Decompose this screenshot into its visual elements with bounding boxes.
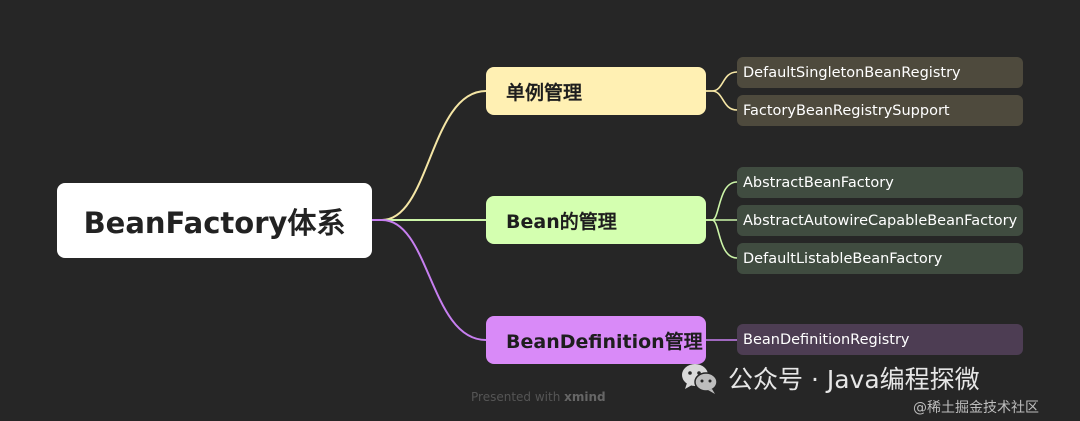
connector-bean-leaf-1: [706, 181, 738, 221]
wechat-watermark: 公众号 · Java编程探微: [680, 360, 980, 396]
leaf-node-abstract-autowire-capable-bean-factory[interactable]: AbstractAutowireCapableBeanFactory: [737, 205, 1023, 236]
branch-node-label: Bean的管理: [506, 210, 617, 233]
connector-singleton-leaf-1: [706, 71, 738, 92]
branch-node-label: BeanDefinition管理: [506, 330, 703, 353]
root-node-label: BeanFactory体系: [83, 205, 346, 240]
leaf-node-default-singleton-bean-registry[interactable]: DefaultSingletonBeanRegistry: [737, 57, 1023, 88]
branch-node-beandefinition[interactable]: BeanDefinition管理: [486, 316, 706, 364]
watermark-account: 公众号 · Java编程探微: [728, 365, 980, 394]
connector-bean-leaf-3: [706, 219, 738, 259]
root-node[interactable]: BeanFactory体系: [57, 183, 372, 258]
leaf-node-label: AbstractBeanFactory: [743, 174, 894, 191]
connector-root-to-beandefinition: [372, 219, 487, 341]
wechat-icon: [680, 361, 720, 395]
leaf-node-label: DefaultSingletonBeanRegistry: [743, 64, 961, 81]
xmind-brand: xmind: [564, 390, 606, 404]
leaf-node-label: DefaultListableBeanFactory: [743, 250, 943, 267]
branch-node-singleton[interactable]: 单例管理: [486, 67, 706, 115]
leaf-node-abstract-bean-factory[interactable]: AbstractBeanFactory: [737, 167, 1023, 198]
branch-node-bean[interactable]: Bean的管理: [486, 196, 706, 244]
leaf-node-label: BeanDefinitionRegistry: [743, 331, 910, 348]
connector-singleton-leaf-2: [706, 90, 738, 111]
leaf-node-bean-definition-registry[interactable]: BeanDefinitionRegistry: [737, 324, 1023, 355]
leaf-node-factory-bean-registry-support[interactable]: FactoryBeanRegistrySupport: [737, 95, 1023, 126]
presented-with-text: Presented with: [471, 390, 561, 404]
connector-root-to-singleton: [372, 90, 487, 221]
leaf-node-default-listable-bean-factory[interactable]: DefaultListableBeanFactory: [737, 243, 1023, 274]
branch-node-label: 单例管理: [506, 81, 583, 104]
leaf-node-label: AbstractAutowireCapableBeanFactory: [743, 212, 1018, 229]
presented-with-credit: Presented with xmind: [471, 390, 606, 404]
site-watermark: @稀土掘金技术社区: [913, 400, 1039, 416]
leaf-node-label: FactoryBeanRegistrySupport: [743, 102, 950, 119]
